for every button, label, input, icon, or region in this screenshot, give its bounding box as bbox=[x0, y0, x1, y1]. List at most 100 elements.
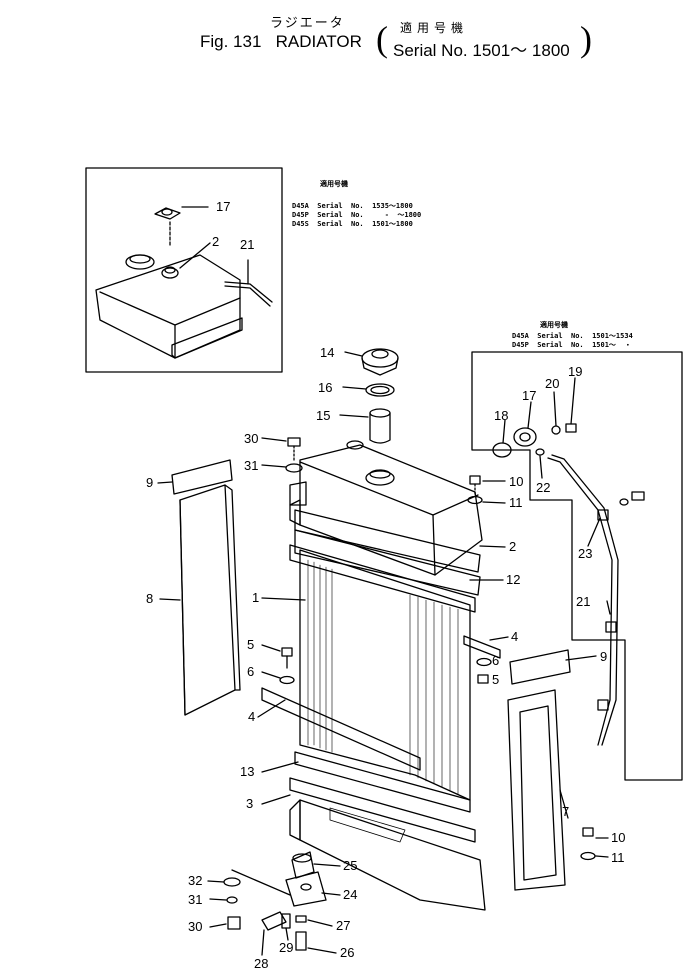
tank-filler-neck bbox=[365, 470, 395, 486]
callout-2-inset: 2 bbox=[212, 234, 220, 249]
inset-hose-21 bbox=[224, 281, 273, 303]
title-japanese: ラジエータ bbox=[270, 16, 345, 31]
callout-9-right: 9 bbox=[600, 649, 608, 664]
side-plate-4-right bbox=[463, 635, 501, 659]
bolt-26 bbox=[295, 931, 307, 951]
callout-32: 32 bbox=[188, 873, 203, 888]
bolt-19 bbox=[565, 423, 577, 433]
seal-9-left bbox=[171, 459, 233, 495]
callout-17-inset: 17 bbox=[216, 199, 231, 214]
callout-17: 17 bbox=[522, 388, 537, 403]
bolt-10-top bbox=[469, 475, 481, 485]
serial-heading-japanese: 適用号機 bbox=[400, 21, 469, 35]
bolt-5-right bbox=[477, 674, 489, 684]
callout-27: 27 bbox=[336, 918, 351, 933]
side-plate-4-left bbox=[261, 687, 421, 771]
callout-5-left: 5 bbox=[247, 637, 255, 652]
callout-21-inset: 21 bbox=[240, 237, 255, 252]
gasket-16 bbox=[365, 383, 395, 397]
callout-8: 8 bbox=[146, 591, 154, 606]
shroud-8 bbox=[179, 484, 236, 716]
part-title: RADIATOR bbox=[275, 32, 362, 51]
seal-9-right bbox=[509, 649, 571, 685]
callout-10-top: 10 bbox=[509, 474, 524, 489]
callout-2: 2 bbox=[509, 539, 517, 554]
inset-right-heading: 適用号機 bbox=[540, 321, 568, 329]
callout-31-bottom: 31 bbox=[188, 892, 203, 907]
bolt-30-top bbox=[287, 437, 301, 447]
callout-10-bottom: 10 bbox=[611, 830, 626, 845]
washer-11-top bbox=[467, 495, 483, 505]
radiator-core bbox=[299, 549, 471, 801]
washer-6-left bbox=[279, 675, 295, 685]
callout-16: 16 bbox=[318, 380, 333, 395]
filler-neck-15 bbox=[369, 412, 391, 444]
clamp-23 bbox=[597, 509, 609, 521]
washer-22 bbox=[535, 448, 545, 456]
callout-23: 23 bbox=[578, 546, 593, 561]
inset-frame bbox=[85, 167, 283, 373]
callout-28: 28 bbox=[254, 956, 269, 971]
gasket-3 bbox=[289, 777, 476, 843]
callout-26: 26 bbox=[340, 945, 355, 960]
bolt-28 bbox=[261, 911, 287, 931]
bolt-pipe-clamp bbox=[631, 491, 645, 501]
callout-1: 1 bbox=[252, 590, 260, 605]
callout-31-top: 31 bbox=[244, 458, 259, 473]
callout-21: 21 bbox=[576, 594, 591, 609]
callout-19: 19 bbox=[568, 364, 583, 379]
gasket-12 bbox=[294, 529, 481, 596]
gasket-2 bbox=[294, 509, 481, 573]
callout-9-left: 9 bbox=[146, 475, 154, 490]
washer-27 bbox=[295, 915, 307, 923]
callout-30-bottom: 30 bbox=[188, 919, 203, 934]
callout-11-bottom: 11 bbox=[611, 850, 625, 865]
callout-22: 22 bbox=[536, 480, 551, 495]
callout-4-left: 4 bbox=[248, 709, 256, 724]
washer-6-right bbox=[476, 657, 492, 667]
callout-15: 15 bbox=[316, 408, 331, 423]
serial-range: Serial No. 1501～ 1800 bbox=[393, 41, 570, 60]
inset-top-row-2: D45P Serial No. - ～1800 bbox=[292, 211, 422, 219]
washer-31-top bbox=[285, 463, 303, 473]
cover-17 bbox=[513, 427, 537, 447]
figure-number: Fig. 131 bbox=[200, 32, 262, 51]
open-paren: ( bbox=[376, 19, 388, 59]
bolt-10-bottom bbox=[582, 827, 594, 837]
callout-20: 20 bbox=[545, 376, 560, 391]
callout-7: 7 bbox=[562, 804, 570, 819]
washer-20 bbox=[551, 425, 561, 435]
callout-12: 12 bbox=[506, 572, 521, 587]
callout-29: 29 bbox=[279, 940, 294, 955]
bracket-24 bbox=[285, 871, 327, 907]
callout-3: 3 bbox=[246, 796, 254, 811]
callout-4-right: 4 bbox=[511, 629, 519, 644]
callout-5-right: 5 bbox=[492, 672, 500, 687]
inset-upper-tank bbox=[95, 254, 241, 359]
callout-6-right: 6 bbox=[492, 653, 500, 668]
inset-top-row-1: D45A Serial No. 1535～1800 bbox=[292, 202, 413, 210]
gasket-18 bbox=[492, 442, 512, 458]
callout-6-left: 6 bbox=[247, 664, 255, 679]
washer-32 bbox=[223, 877, 241, 887]
inset-right-row-1: D45A Serial No. 1501～1534 bbox=[512, 332, 633, 340]
callout-18: 18 bbox=[494, 408, 509, 423]
callout-13: 13 bbox=[240, 764, 255, 779]
washer-31-bottom bbox=[226, 896, 238, 904]
callout-24: 24 bbox=[343, 887, 358, 902]
bolt-5-left bbox=[281, 647, 293, 657]
callout-25: 25 bbox=[343, 858, 358, 873]
inset-top-row-3: D45S Serial No. 1501～1800 bbox=[292, 220, 413, 228]
gasket-13 bbox=[294, 751, 471, 813]
callout-14: 14 bbox=[320, 345, 335, 360]
figure-title: Fig. 131 RADIATOR bbox=[200, 32, 362, 52]
callout-11-top: 11 bbox=[509, 495, 523, 510]
inset-top-heading: 適用号機 bbox=[320, 180, 348, 188]
bolt-30-bottom bbox=[227, 916, 241, 930]
shroud-7 bbox=[507, 689, 566, 891]
washer-11-bottom bbox=[580, 851, 596, 861]
callout-30-top: 30 bbox=[244, 431, 259, 446]
close-paren: ) bbox=[580, 19, 592, 59]
inset-right-row-2: D45P Serial No. 1501～ ・ bbox=[512, 341, 632, 349]
